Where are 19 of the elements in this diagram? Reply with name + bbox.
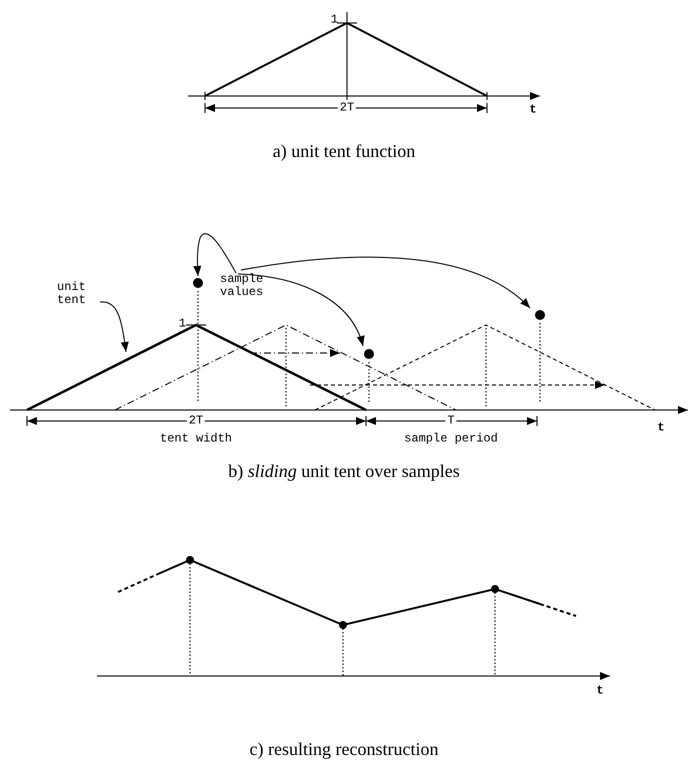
sample-dot (364, 349, 374, 359)
sample-dot (535, 310, 545, 320)
figure-caption: a) unit tent function (272, 142, 416, 162)
figure-caption: c) resulting reconstruction (250, 740, 438, 760)
axis-label: t (657, 421, 665, 435)
dimension-label: sample period (404, 432, 498, 446)
leader-line (193, 233, 236, 276)
leader-line (100, 301, 129, 352)
leader-line (240, 256, 530, 308)
axis-label: t (529, 103, 537, 117)
dimension-label: tent width (160, 432, 232, 446)
tick-label: 1 (330, 13, 338, 27)
leader-line (238, 274, 364, 346)
callout-text: sample values (220, 273, 282, 300)
tick-label: 1 (178, 317, 186, 331)
axis-label: t (596, 684, 604, 698)
callout-text: unit tent (57, 281, 97, 308)
figure-caption: b) sliding unit tent over samples (228, 462, 460, 482)
sample-dot (193, 278, 203, 288)
